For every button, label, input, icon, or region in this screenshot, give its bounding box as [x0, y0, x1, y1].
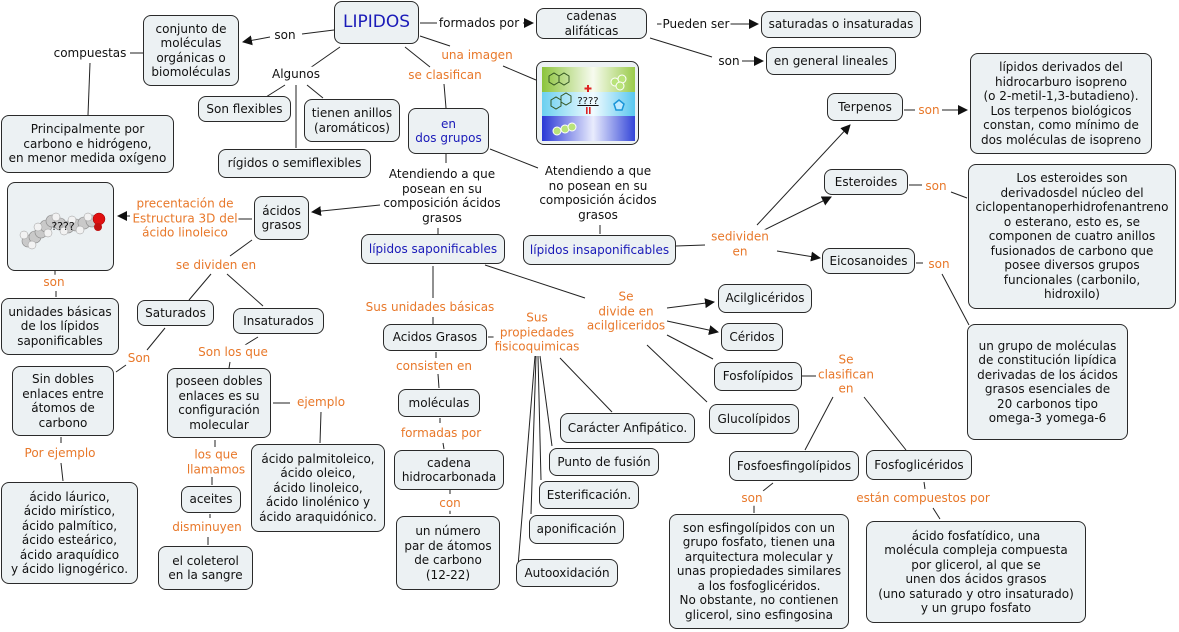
link-label-sedividen-en: sedividen en: [710, 229, 770, 259]
concept-lineales[interactable]: en general lineales: [766, 47, 896, 75]
concept-tienen-anillos[interactable]: tienen anillos (aromáticos): [304, 99, 400, 142]
concept-moleculas[interactable]: moléculas: [398, 389, 480, 417]
link-label-consisten-en: consisten en: [395, 358, 473, 374]
concept-aceites[interactable]: aceites: [181, 486, 241, 513]
link-label-atendiendo-no-posean: Atendiendo a que no posean en su composi…: [538, 164, 658, 222]
link-label-sus-propiedades: Sus propiedades fisicoquimicas: [493, 310, 581, 354]
concept-eicosanoides-definicion[interactable]: un grupo de moléculas de constitución li…: [967, 324, 1128, 440]
concept-fosfoesfingolipidos[interactable]: Fosfoesfingolípidos: [729, 451, 859, 481]
concept-autooxidacion[interactable]: Autooxidación: [516, 559, 618, 587]
concept-acidos-grasos[interactable]: ácidos grasos: [254, 196, 309, 240]
concept-punto-fusion[interactable]: Punto de fusión: [549, 448, 659, 476]
link-label-son: son: [273, 27, 297, 43]
link-label-formados-por: formados por: [437, 15, 521, 31]
link-label-ejemplo: ejemplo: [295, 394, 347, 410]
concept-terpenos[interactable]: Terpenos: [827, 93, 903, 121]
image-caption: ????: [51, 220, 75, 233]
link-label-formadas-por: formadas por: [399, 425, 483, 441]
link-label-son-lineales: son: [717, 53, 741, 69]
concept-principalmente[interactable]: Principalmente por carbono e hidrógeno, …: [1, 115, 174, 173]
link-label-se-divide-acilgliceridos: Se divide en acilgliceridos: [585, 289, 667, 333]
concept-ejemplos-saturados[interactable]: ácido láurico, ácido mirístico, ácido pa…: [1, 482, 138, 584]
concept-unidades-basicas[interactable]: unidades básicas de los lípidos saponifi…: [1, 298, 119, 355]
link-label-compuestas: compuestas: [52, 45, 128, 61]
link-label-son-esteroides: son: [924, 178, 948, 194]
link-label-con: con: [438, 495, 462, 511]
concept-caracter-anfipatico[interactable]: Carácter Anfipático.: [560, 413, 695, 443]
concept-glucolipidos[interactable]: Glucolípidos: [709, 404, 799, 434]
concept-fosfolipidos[interactable]: Fosfolípidos: [714, 362, 802, 391]
link-label-sus-unidades-basicas: Sus unidades básicas: [364, 299, 496, 315]
concept-acidos-grasos-2[interactable]: Acidos Grasos: [383, 324, 487, 351]
concept-saturados[interactable]: Saturados: [137, 300, 214, 326]
concept-ceridos[interactable]: Céridos: [721, 323, 783, 351]
concept-ejemplos-insaturados[interactable]: ácido palmitoleico, ácido oleico, ácido …: [251, 444, 385, 532]
link-label-se-clasifican-en: Se clasifican en: [817, 352, 875, 396]
concept-cadenas-alifaticas[interactable]: cadenas alifáticas: [536, 8, 647, 39]
concept-esterificacion[interactable]: Esterificación.: [539, 481, 639, 509]
linoleic-acid-3d-image[interactable]: ????: [7, 182, 114, 271]
concept-fosfogliceridos[interactable]: Fosfoglicéridos: [866, 450, 972, 480]
concept-son-flexibles[interactable]: Son flexibles: [198, 96, 291, 122]
concept-insaturados[interactable]: Insaturados: [233, 308, 324, 334]
link-label-pueden-ser: Pueden ser: [661, 16, 731, 32]
concept-sin-dobles-enlaces[interactable]: Sin dobles enlaces entre átomos de carbo…: [12, 366, 114, 436]
link-label-atendiendo-posean: Atendiendo a que posean en su composició…: [382, 167, 502, 225]
concept-fosfoesfingolipidos-definicion[interactable]: son esfingolípidos con un grupo fosfato,…: [669, 514, 849, 629]
link-label-precentacion: precentación de Estructura 3D del ácido …: [131, 196, 239, 240]
concept-saturadas-insaturadas[interactable]: saturadas o insaturadas: [761, 11, 921, 38]
link-label-estan-compuestos-por: están compuestos por: [855, 490, 991, 506]
image-caption: ????: [577, 96, 598, 107]
link-label-por-ejemplo: Por ejemplo: [23, 445, 97, 461]
concept-esteroides-definicion[interactable]: Los esteroides son derivadosdel núcleo d…: [968, 164, 1176, 309]
link-label-algunos: Algunos: [271, 66, 321, 82]
concept-eicosanoides[interactable]: Eicosanoides: [822, 248, 915, 274]
link-label-los-que-llamamos: los que llamamos: [185, 447, 247, 477]
link-label-son-saturados: Son: [126, 350, 152, 366]
concept-numero-par[interactable]: un número par de átomos de carbono (12-2…: [396, 516, 500, 590]
concept-esteroides[interactable]: Esteroides: [824, 169, 908, 195]
link-label-son-unidades: son: [42, 274, 66, 290]
concept-aponificacion[interactable]: aponificación: [529, 515, 624, 544]
link-label-se-clasifican: se clasifican: [407, 67, 483, 83]
concept-fosfogliceridos-definicion[interactable]: ácido fosfatídico, una molécula compleja…: [866, 521, 1086, 623]
link-label-se-dividen-en: se dividen en: [174, 257, 258, 273]
concept-conjunto-moleculas[interactable]: conjunto de moléculas orgánicas o biomol…: [143, 15, 239, 86]
link-label-disminuyen: disminuyen: [171, 519, 243, 535]
concept-coleterol[interactable]: el coleterol en la sangre: [158, 546, 253, 590]
concept-poseen-dobles[interactable]: poseen dobles enlaces es su configuració…: [167, 368, 271, 438]
concept-terpenos-definicion[interactable]: lípidos derivados del hidrocarburo isopr…: [970, 53, 1152, 154]
molecular-structure-image[interactable]: ????: [536, 61, 639, 145]
concept-dos-grupos[interactable]: en dos grupos: [408, 108, 489, 154]
concept-lipidos[interactable]: LIPIDOS: [334, 1, 419, 44]
link-label-son-fosfoesfingo: son: [740, 490, 764, 506]
concept-acilgliceridos[interactable]: Acilglicéridos: [718, 284, 812, 313]
concept-lipidos-saponificables[interactable]: lípidos saponificables: [361, 234, 505, 264]
link-label-son-los-que: Son los que: [197, 344, 269, 360]
concept-cadena-hidrocarbonada[interactable]: cadena hidrocarbonada: [394, 450, 504, 490]
link-label-una-imagen: una imagen: [440, 47, 514, 63]
concept-rigidos[interactable]: rígidos o semiflexibles: [218, 149, 371, 178]
concept-lipidos-insaponificables[interactable]: lípidos insaponificables: [523, 235, 676, 265]
link-label-son-eicosanoides: son: [927, 256, 951, 272]
link-label-son-terpenos: son: [917, 102, 941, 118]
